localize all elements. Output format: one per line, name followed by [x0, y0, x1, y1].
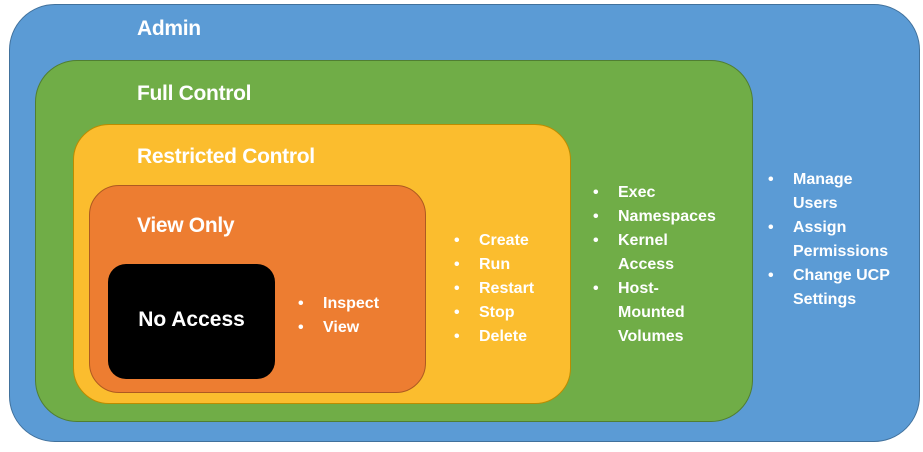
- no-access-title: No Access: [138, 308, 245, 331]
- admin-title: Admin: [137, 17, 201, 40]
- permission-item: Inspect: [296, 292, 379, 316]
- no-access-region: No Access: [108, 264, 275, 379]
- permission-item: Delete: [452, 325, 534, 349]
- restricted-control-permissions: Create Run Restart Stop Delete: [452, 229, 534, 349]
- permission-item: Restart: [452, 277, 534, 301]
- view-only-title: View Only: [137, 214, 235, 237]
- restricted-control-title: Restricted Control: [137, 145, 315, 168]
- permission-item: Run: [452, 253, 534, 277]
- permission-item: Create: [452, 229, 534, 253]
- permission-item: Namespaces: [591, 205, 716, 229]
- permission-item: Stop: [452, 301, 534, 325]
- permission-item: Exec: [591, 181, 716, 205]
- permission-item: View: [296, 316, 379, 340]
- view-only-permissions: Inspect View: [296, 292, 379, 340]
- full-control-title: Full Control: [137, 82, 252, 105]
